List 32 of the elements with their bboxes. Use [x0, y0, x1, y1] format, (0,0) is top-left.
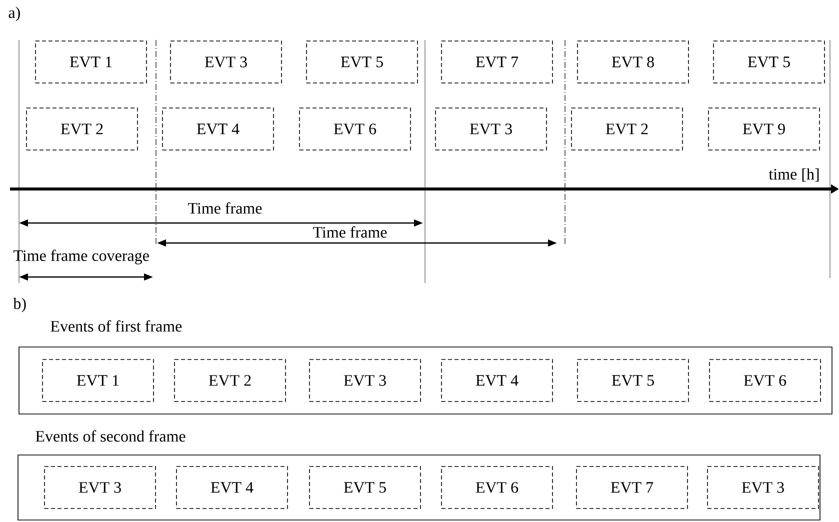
event-box: EVT 1 — [35, 40, 147, 84]
event-box: EVT 7 — [576, 466, 688, 509]
dimension-label: Time frame — [313, 226, 387, 238]
event-box: EVT 6 — [709, 359, 821, 402]
event-box: EVT 3 — [707, 466, 819, 509]
event-box: EVT 8 — [577, 40, 689, 84]
panel-label: a) — [8, 6, 20, 22]
event-box: EVT 2 — [571, 108, 683, 150]
panel-label: b) — [13, 298, 26, 312]
event-box: EVT 5 — [713, 40, 825, 84]
dimension-label: Time frame coverage — [14, 250, 149, 264]
event-box: EVT 3 — [170, 40, 282, 84]
event-box: EVT 2 — [26, 108, 138, 150]
event-box: EVT 9 — [708, 108, 820, 150]
event-box: EVT 1 — [42, 359, 154, 402]
event-box: EVT 4 — [441, 359, 553, 402]
event-box: EVT 5 — [309, 466, 421, 509]
event-box: EVT 3 — [435, 108, 547, 150]
event-box: EVT 3 — [44, 466, 156, 509]
event-box: EVT 4 — [176, 466, 288, 509]
event-box: EVT 2 — [174, 359, 286, 402]
event-box: EVT 3 — [309, 359, 421, 402]
node-label: Events of second frame — [36, 430, 186, 442]
event-box: EVT 7 — [441, 40, 553, 84]
dimension-label: Time frame — [188, 202, 262, 214]
event-box: EVT 6 — [441, 466, 553, 509]
node-label: Events of first frame — [50, 320, 182, 332]
event-box: EVT 5 — [577, 359, 689, 402]
event-box: EVT 4 — [162, 108, 274, 150]
event-box: EVT 5 — [306, 40, 418, 84]
event-box: EVT 6 — [299, 108, 411, 150]
axis-label: time [h] — [768, 168, 819, 182]
